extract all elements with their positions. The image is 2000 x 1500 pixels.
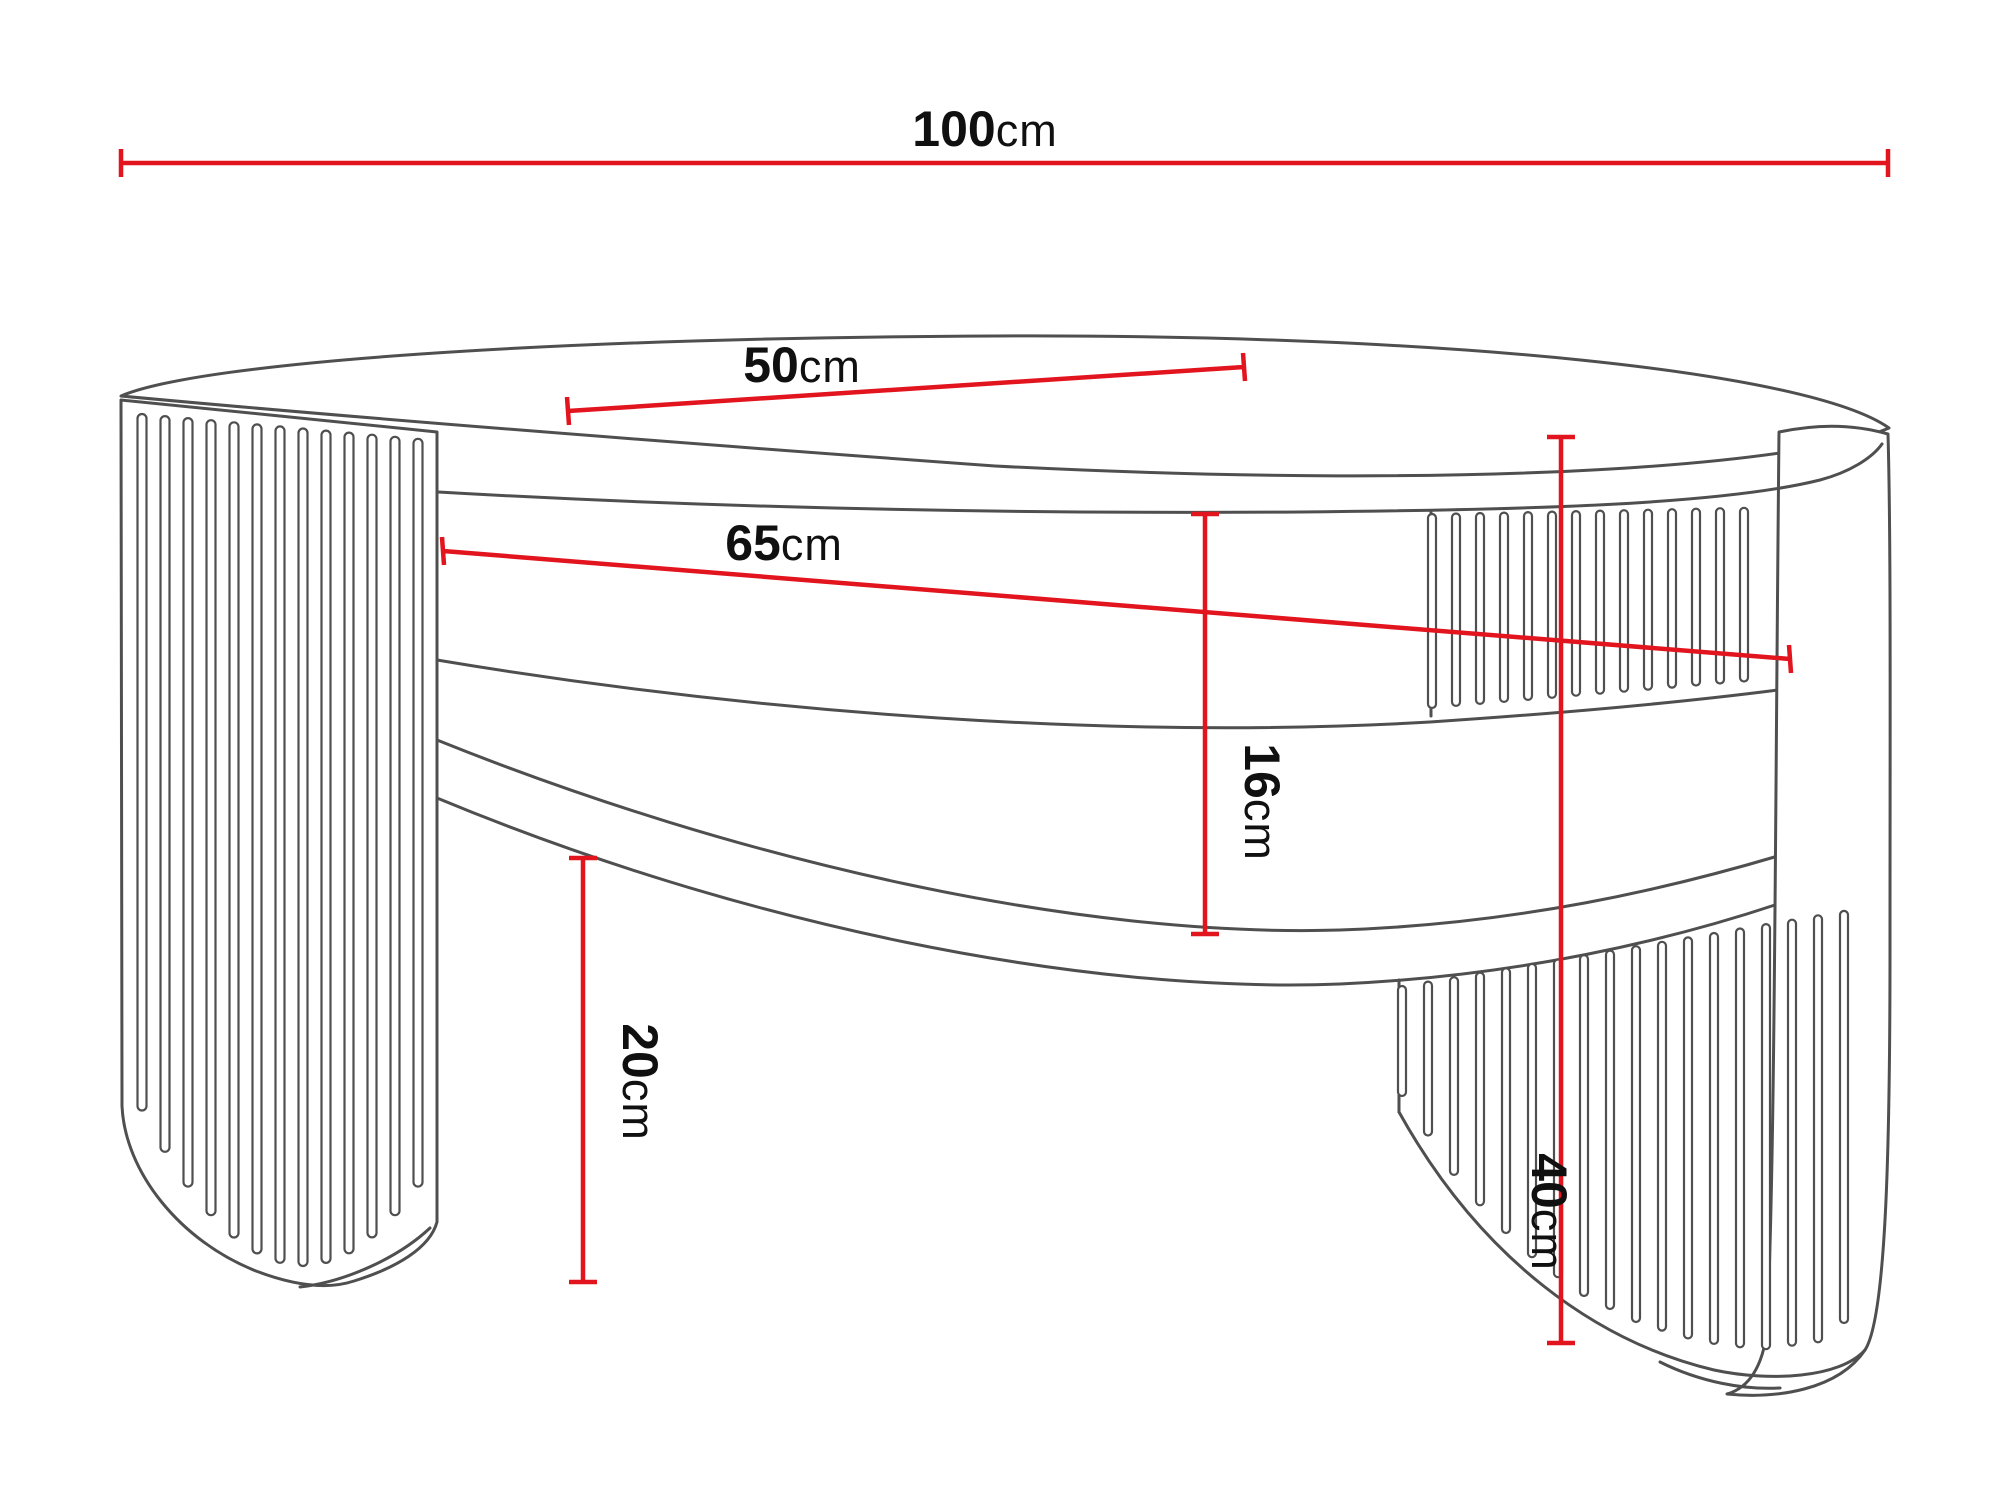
flute-slat (1734, 927, 1746, 1349)
flute-slat (1738, 506, 1750, 683)
dimension-line-16cm (1191, 511, 1219, 937)
flute-slat (1642, 508, 1654, 691)
dimension-line-40cm (1547, 434, 1575, 1346)
flute-slat (1498, 511, 1510, 703)
dimension-line-100cm (118, 149, 1891, 177)
flute-slat (1570, 510, 1582, 697)
flute-slat (1812, 914, 1824, 1344)
flute-slat (297, 427, 309, 1268)
flute-slat (1690, 507, 1702, 687)
flute-slat (1396, 984, 1408, 1098)
flute-slat (136, 412, 148, 1112)
right-leg-panel (1725, 424, 1892, 1397)
flute-slat (343, 431, 355, 1255)
dimension-label-50cm: 50cm (743, 337, 861, 393)
dimension-label-20cm: 20cm (612, 1023, 668, 1141)
tabletop-underside-edge (436, 442, 1884, 514)
flute-slat (412, 437, 424, 1188)
flute-slat (389, 435, 401, 1217)
right-leg-lower-slats (1396, 909, 1850, 1351)
dimension-line-50cm (564, 352, 1248, 426)
tabletop (119, 334, 1891, 478)
dimension-label-100cm: 100cm (912, 101, 1057, 157)
flute-slat (1522, 510, 1534, 701)
flute-slat (182, 417, 194, 1188)
flute-slat (159, 415, 171, 1153)
flute-slat (1708, 931, 1720, 1345)
flute-slat (1578, 953, 1590, 1298)
shelf-back-edge (435, 658, 1780, 730)
left-leg-bottom-thickness (298, 1226, 432, 1289)
flute-slat (1656, 940, 1668, 1332)
flute-slat (1422, 980, 1434, 1137)
flute-slat (1474, 511, 1486, 705)
flute-slat (274, 425, 286, 1264)
flute-slat (1838, 909, 1850, 1325)
dimension-label-16cm: 16cm (1234, 743, 1290, 861)
flute-slat (1714, 507, 1726, 685)
flute-slat (228, 421, 240, 1239)
flute-slat (1450, 512, 1462, 707)
flute-slat (1786, 918, 1798, 1347)
flute-slat (1760, 922, 1772, 1351)
flute-slat (320, 429, 332, 1264)
flute-slat (1526, 962, 1538, 1259)
flute-slat (1618, 509, 1630, 693)
flute-slat (366, 433, 378, 1239)
flute-slat (1426, 512, 1438, 710)
flute-slat (1594, 509, 1606, 695)
dimension-label-65cm: 65cm (725, 515, 843, 571)
right-leg-bottom-edge (1397, 1110, 1867, 1378)
flute-slat (1666, 508, 1678, 689)
flute-slat (251, 423, 263, 1255)
shelf-underside-edge (435, 796, 1780, 987)
flute-slat (1500, 967, 1512, 1235)
flute-slat (1682, 936, 1694, 1340)
dimension-line-20cm (569, 855, 597, 1285)
right-leg-upper-slats (1426, 506, 1750, 710)
dimension-label-40cm: 40cm (1521, 1153, 1577, 1271)
left-leg-slats (136, 412, 424, 1268)
right-leg-bottom-thickness (1658, 1360, 1782, 1390)
shelf-front-top-edge (435, 738, 1780, 933)
flute-slat (1604, 949, 1616, 1311)
flute-slat (1630, 945, 1642, 1324)
dimension-line-65cm (439, 536, 1794, 674)
flute-slat (1546, 510, 1558, 699)
flute-slat (205, 419, 217, 1217)
flute-slat (1448, 976, 1460, 1177)
dimension-lines (118, 149, 1891, 1346)
flute-slat (1474, 971, 1486, 1207)
